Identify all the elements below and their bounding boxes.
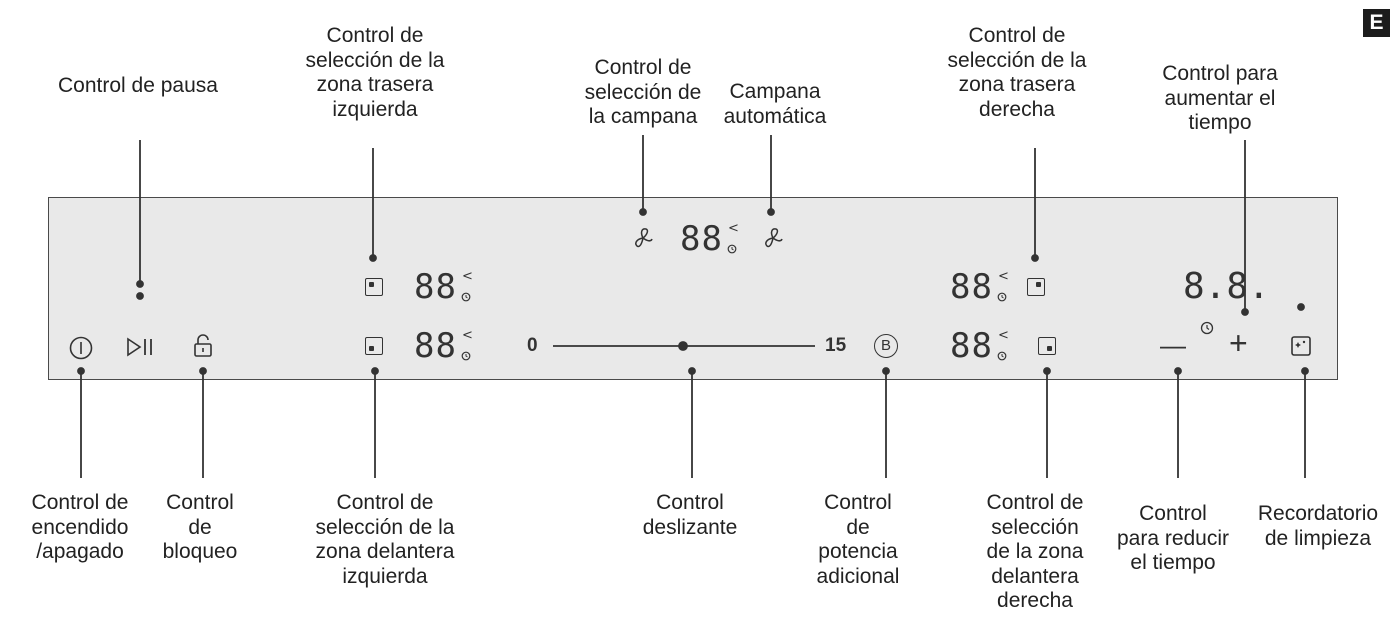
fan-icon[interactable] <box>630 226 656 250</box>
front-left-arrow: < <box>462 328 473 343</box>
cleaning-reminder-icon[interactable] <box>1290 335 1312 357</box>
boost-button[interactable]: B <box>874 334 898 358</box>
clock-icon <box>997 351 1007 361</box>
play-pause-icon[interactable] <box>126 337 156 357</box>
timer-minus-button[interactable]: — <box>1160 330 1186 360</box>
front-left-zone-button[interactable] <box>365 337 383 355</box>
slider-control[interactable] <box>553 336 815 356</box>
front-right-arrow: < <box>998 328 1009 343</box>
page-tag: E <box>1363 9 1390 37</box>
control-panel <box>48 197 1338 380</box>
lock-icon[interactable] <box>192 333 214 359</box>
rear-right-arrow: < <box>998 269 1009 284</box>
power-icon[interactable] <box>68 335 94 361</box>
front-left-display: 88 <box>414 326 457 366</box>
slider-max-label: 15 <box>825 335 847 356</box>
rear-left-zone-button[interactable] <box>365 278 383 296</box>
clock-icon <box>727 244 737 254</box>
front-right-zone-button[interactable] <box>1038 337 1056 355</box>
rear-left-display: 88 <box>414 267 457 307</box>
rear-right-display: 88 <box>950 267 993 307</box>
hood-arrow: < <box>728 221 739 236</box>
clock-icon <box>461 292 471 302</box>
clock-icon <box>997 292 1007 302</box>
timer-plus-button[interactable]: + <box>1229 325 1248 361</box>
timer-display: 8.8. <box>1183 266 1270 307</box>
slider-min-label: 0 <box>527 335 538 356</box>
fan-auto-icon[interactable] <box>760 226 786 250</box>
hood-display: 88 <box>680 219 723 259</box>
front-right-display: 88 <box>950 326 993 366</box>
clock-icon <box>461 351 471 361</box>
boost-symbol: B <box>880 337 891 354</box>
rear-right-zone-button[interactable] <box>1027 278 1045 296</box>
rear-left-arrow: < <box>462 269 473 284</box>
label-pause: Control de pausa <box>58 74 218 97</box>
clock-icon <box>1200 321 1214 335</box>
